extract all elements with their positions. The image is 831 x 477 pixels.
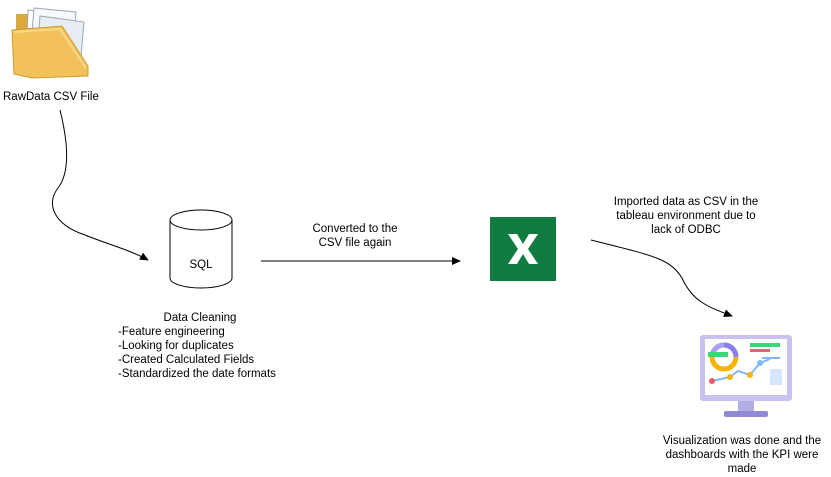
- sql-label: SQL: [189, 259, 213, 271]
- arrow-file-to-sql: [52, 109, 149, 261]
- edge-label-excel-to-dashboard: Imported data as CSV in the tableau envi…: [596, 195, 776, 237]
- visualization-note-line: Visualization was done and the: [662, 435, 822, 447]
- edge-label-line: Converted to the: [312, 223, 398, 235]
- cleaning-steps: -Feature engineering -Looking for duplic…: [118, 325, 276, 381]
- folder-icon: [10, 4, 90, 80]
- cleaning-step: -Standardized the date formats: [118, 368, 276, 380]
- cleaning-step: -Looking for duplicates: [118, 340, 234, 352]
- arrow-excel-to-dashboard: [590, 239, 733, 317]
- excel-icon: [490, 217, 556, 281]
- edge-label-line: tableau environment due to: [616, 210, 756, 222]
- edge-label-line: Imported data as CSV in the: [613, 196, 759, 208]
- visualization-note-line: made: [727, 463, 757, 475]
- cleaning-step: -Created Calculated Fields: [118, 354, 255, 366]
- edge-label-sql-to-excel: Converted to the CSV file again: [290, 222, 420, 250]
- cleaning-step: -Feature engineering: [118, 326, 225, 338]
- edge-label-line: CSV file again: [318, 237, 392, 249]
- database-cylinder-icon: [168, 208, 236, 290]
- visualization-note: Visualization was done and the dashboard…: [652, 434, 831, 476]
- cleaning-title: Data Cleaning: [163, 312, 237, 324]
- dashboard-monitor-icon: [698, 333, 794, 419]
- raw-file-label: RawData CSV File: [3, 91, 99, 103]
- edge-label-line: lack of ODBC: [651, 224, 721, 236]
- visualization-note-line: dashboards with the KPI were: [665, 449, 819, 461]
